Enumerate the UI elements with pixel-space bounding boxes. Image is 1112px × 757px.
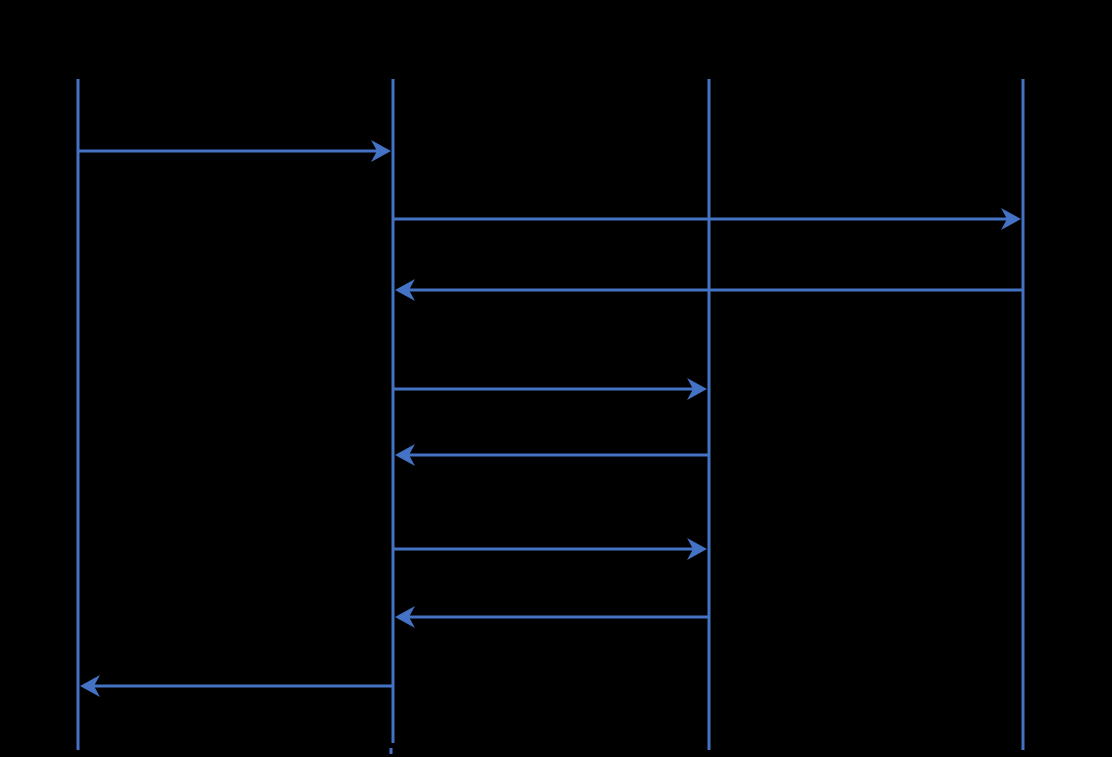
message-arrowhead-5 <box>395 444 415 466</box>
message-arrowhead-8 <box>80 675 100 697</box>
message-arrowhead-2 <box>1001 208 1021 230</box>
message-arrowhead-4 <box>687 378 707 400</box>
message-arrowhead-7 <box>395 606 415 628</box>
message-arrowhead-1 <box>371 140 391 162</box>
message-arrowhead-3 <box>395 279 415 301</box>
message-arrowhead-6 <box>687 538 707 560</box>
